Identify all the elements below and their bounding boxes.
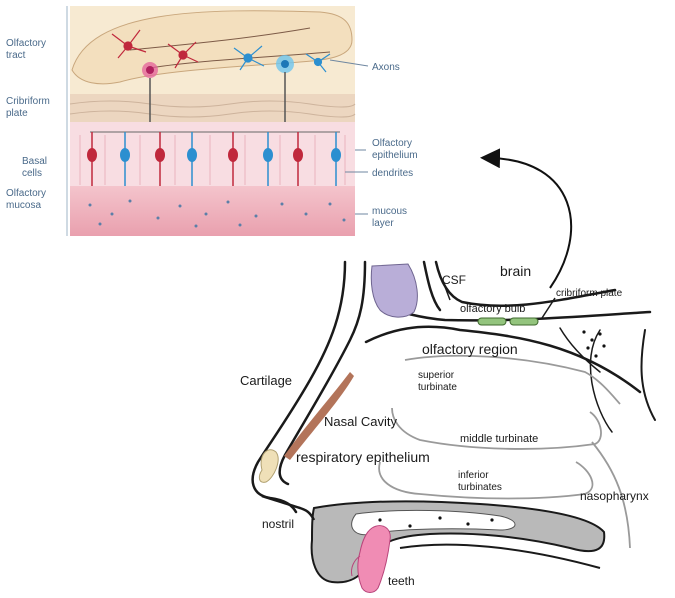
posterior-wall-2 — [590, 330, 612, 432]
olfactory-epithelium-inset: Olfactory tract Cribriform plate Basal c… — [6, 6, 418, 236]
label-csf: CSF — [442, 273, 466, 287]
label-cribriform-plate: cribriform plate — [556, 288, 623, 299]
label-olfactory-tract: Olfactory tract — [6, 38, 49, 61]
posterior-wall-1 — [641, 330, 655, 420]
label-teeth: teeth — [388, 574, 415, 588]
label-cartilage: Cartilage — [240, 373, 292, 388]
mucous-layer — [70, 186, 355, 236]
glomerulus — [142, 62, 158, 78]
label-basal-cells: Basal cells — [22, 156, 50, 179]
glomerulus-blue — [276, 55, 294, 73]
label-nasopharynx: nasopharynx — [580, 489, 649, 503]
label-nasal-cavity: Nasal Cavity — [324, 414, 397, 429]
label-cribriform-plate-inset: Cribriform plate — [6, 96, 53, 119]
label-brain: brain — [500, 263, 531, 279]
label-middle-turbinate: middle turbinate — [460, 433, 538, 445]
frontal-sinus-blob — [371, 264, 417, 317]
label-olfactory-mucosa: Olfactory mucosa — [6, 188, 49, 211]
label-mucous-layer: mucous layer — [372, 206, 410, 229]
label-axons: Axons — [372, 62, 400, 73]
label-respiratory-epithelium: respiratory epithelium — [296, 449, 430, 465]
label-olfactory-region: olfactory region — [422, 341, 518, 357]
label-inferior-turbinates: inferior turbinates — [458, 470, 502, 493]
label-nostril: nostril — [262, 517, 294, 531]
label-superior-turbinate: superior turbinate — [418, 370, 457, 393]
label-dendrites: dendrites — [372, 168, 413, 179]
label-olfactory-epithelium: Olfactory epithelium — [372, 138, 418, 161]
label-olfactory-bulb: olfactory bulb — [460, 303, 525, 315]
cribriform-plate-band — [70, 94, 355, 122]
